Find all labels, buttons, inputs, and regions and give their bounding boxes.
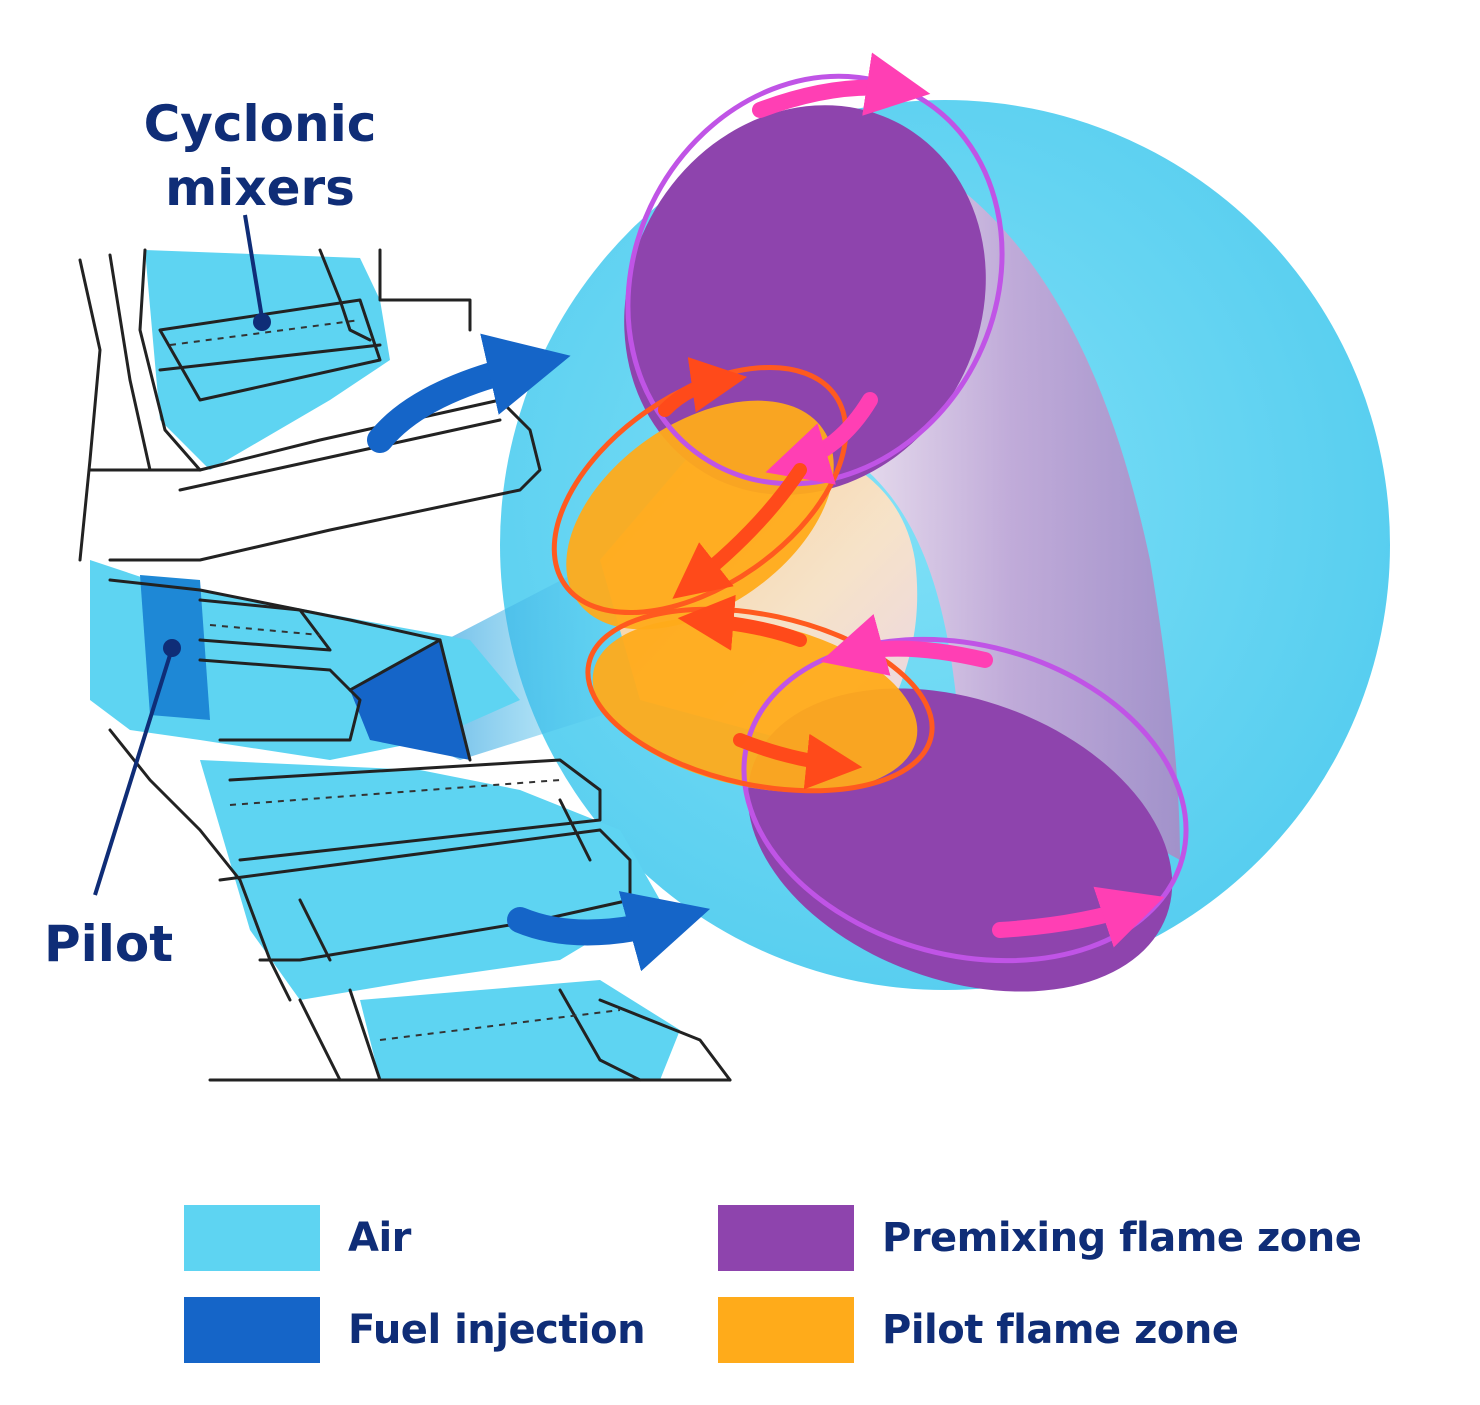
top-magenta-arrow <box>752 52 931 118</box>
legend-item-fuel-injection: Fuel injection <box>184 1297 646 1363</box>
injector-sketch <box>78 248 732 1082</box>
cyclonic-callout-dot <box>253 313 271 331</box>
lower-orange-ring <box>585 606 935 794</box>
legend-label-fuel-injection: Fuel injection <box>348 1307 646 1353</box>
pilot-label: Pilot <box>44 915 174 973</box>
lower-magenta-arrow-1 <box>820 614 993 676</box>
legend-label-air: Air <box>348 1215 411 1261</box>
legend-item-air: Air <box>184 1205 411 1271</box>
mid-magenta-arrow <box>765 392 878 485</box>
legend-item-premixing-flame-zone: Premixing flame zone <box>718 1205 1362 1271</box>
upper-air-arrow <box>367 333 571 453</box>
upper-orange-ring <box>551 364 849 616</box>
legend-label-premixing-flame-zone: Premixing flame zone <box>882 1215 1362 1261</box>
pilot-callout-line <box>93 654 172 896</box>
legend-swatch-air <box>184 1205 320 1271</box>
legend-swatch-premixing-flame-zone <box>718 1205 854 1271</box>
cyclonic-mixers-label: Cyclonic mixers <box>143 95 377 217</box>
orange-arrow-1 <box>658 357 748 417</box>
legend-swatch-fuel-injection <box>184 1297 320 1363</box>
pilot-callout-dot <box>163 639 181 657</box>
legend-swatch-pilot-flame-zone <box>718 1297 854 1363</box>
legend-label-pilot-flame-zone: Pilot flame zone <box>882 1307 1239 1353</box>
lower-magenta-arrow-2 <box>992 886 1165 948</box>
orange-arrow-3 <box>677 594 807 651</box>
legend-item-pilot-flame-zone: Pilot flame zone <box>718 1297 1239 1363</box>
orange-arrow-2 <box>672 463 807 599</box>
lower-air-arrow <box>507 891 711 972</box>
cyclonic-callout-line <box>243 214 264 319</box>
orange-arrow-4 <box>733 733 863 790</box>
